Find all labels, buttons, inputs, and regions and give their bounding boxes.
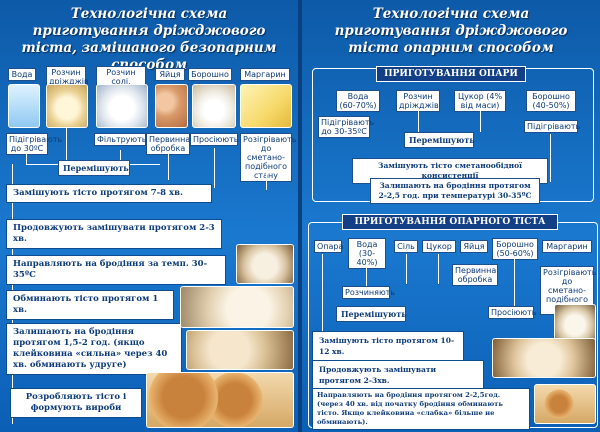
panel-divider <box>298 0 302 432</box>
left-panel: Технологічна схема приготування дріжджов… <box>0 0 298 432</box>
dough-eggs: Яйця <box>460 240 488 253</box>
connector <box>438 254 439 284</box>
right-title: Технологічна схема приготування дріжджов… <box>334 6 568 56</box>
opara-ferment: Залишають на бродіння протягом 2-2,5 год… <box>370 178 540 204</box>
section-dough: ПРИГОТУВАННЯ ОПАРНОГО ТІСТА <box>342 214 558 230</box>
eggs-photo <box>155 84 188 128</box>
prep-heat-water: Підігрівають до 30ºС <box>6 133 62 155</box>
flour-photo <box>192 84 236 128</box>
connector <box>266 172 267 190</box>
rising-dough-photo <box>492 338 596 378</box>
ingredient-margarine: Маргарин <box>240 68 290 81</box>
ingredient-flour: Борошно <box>188 68 232 81</box>
dough-flour: Борошно (50-60%) <box>492 238 538 260</box>
connector <box>480 110 481 132</box>
connector <box>322 254 323 404</box>
dough-margarine: Маргарин <box>542 240 592 253</box>
opara-flour: Борошно (40-50%) <box>526 90 576 112</box>
step-punch-down: Обминають тісто протягом 1 хв. <box>6 290 174 320</box>
margarine-photo <box>240 84 292 128</box>
opara-water: Вода (60-70%) <box>336 90 380 112</box>
opara-heat-water: Підігрівають до 30-35ºС <box>318 116 374 138</box>
right-panel: Технологічна схема приготування дріжджов… <box>302 0 600 432</box>
dough-water: Вода (30-40%) <box>348 238 386 269</box>
dough-sugar: Цукор <box>422 240 456 253</box>
baked-buns-photo <box>534 384 596 424</box>
connector <box>514 256 515 306</box>
connector <box>214 148 215 188</box>
step-continue-knead: Продовжують замішувати протягом 2-3 хв. <box>6 219 222 249</box>
opara-sugar: Цукор (4% від маси) <box>454 90 506 112</box>
dough-opara: Опара <box>314 240 343 253</box>
dough-eggs-prep: Первинна обробка <box>452 264 498 286</box>
ingredient-eggs: Яйця <box>155 68 185 81</box>
dough-dissolve: Розчиняють <box>342 286 395 299</box>
step-rest-fermentation: Залишають на бродіння протягом 1,5-2 год… <box>6 323 182 375</box>
opara-heat-flour: Підігрівають <box>524 120 580 133</box>
opara-mix: Перемішують <box>404 132 475 148</box>
salt-sugar-photo <box>96 84 148 128</box>
water-photo <box>8 84 40 128</box>
connector <box>26 152 27 164</box>
prep-filter: Фільтрують <box>94 133 147 146</box>
yeast-photo <box>46 84 88 128</box>
connector <box>366 258 367 286</box>
left-title: Технологічна схема приготування дріжджов… <box>21 6 277 73</box>
connector <box>120 150 121 164</box>
dough-continue-knead: Продовжують замішувати протягом 2-3хв. <box>312 360 484 390</box>
prep-sift: Просіюють <box>190 133 238 146</box>
dough-knead: Замішують тісто протягом 10-12 хв. <box>312 331 464 361</box>
section-opara: ПРИГОТУВАННЯ ОПАРИ <box>376 66 526 82</box>
dough-ball-photo <box>180 286 294 328</box>
dough-sift: Просіюють <box>488 306 536 319</box>
opara-yeast: Розчин дріжджів <box>396 90 440 112</box>
connector <box>418 110 419 132</box>
dough-salt: Сіль <box>394 240 418 253</box>
step-knead: Замішують тісто протягом 7-8 хв. <box>6 184 212 203</box>
connector <box>406 254 407 284</box>
ingredient-water: Вода <box>8 68 36 81</box>
step-fermentation: Направляють на бродіння за темп. 30-35ºС <box>6 255 226 285</box>
buns-photo <box>146 372 294 428</box>
step-shape-products: Розробляють тісто і формують вироби <box>10 388 142 418</box>
step-mix: Перемішують <box>58 160 130 176</box>
connector <box>550 134 551 182</box>
connector <box>66 128 67 164</box>
dough-bowl-photo <box>236 244 294 284</box>
dough-fermentation: Направляють на бродіння протягом 2-2,5го… <box>312 388 530 430</box>
dough-mix: Перемішують <box>336 306 407 322</box>
shaped-dough-photo <box>186 330 294 370</box>
connector <box>168 152 169 180</box>
